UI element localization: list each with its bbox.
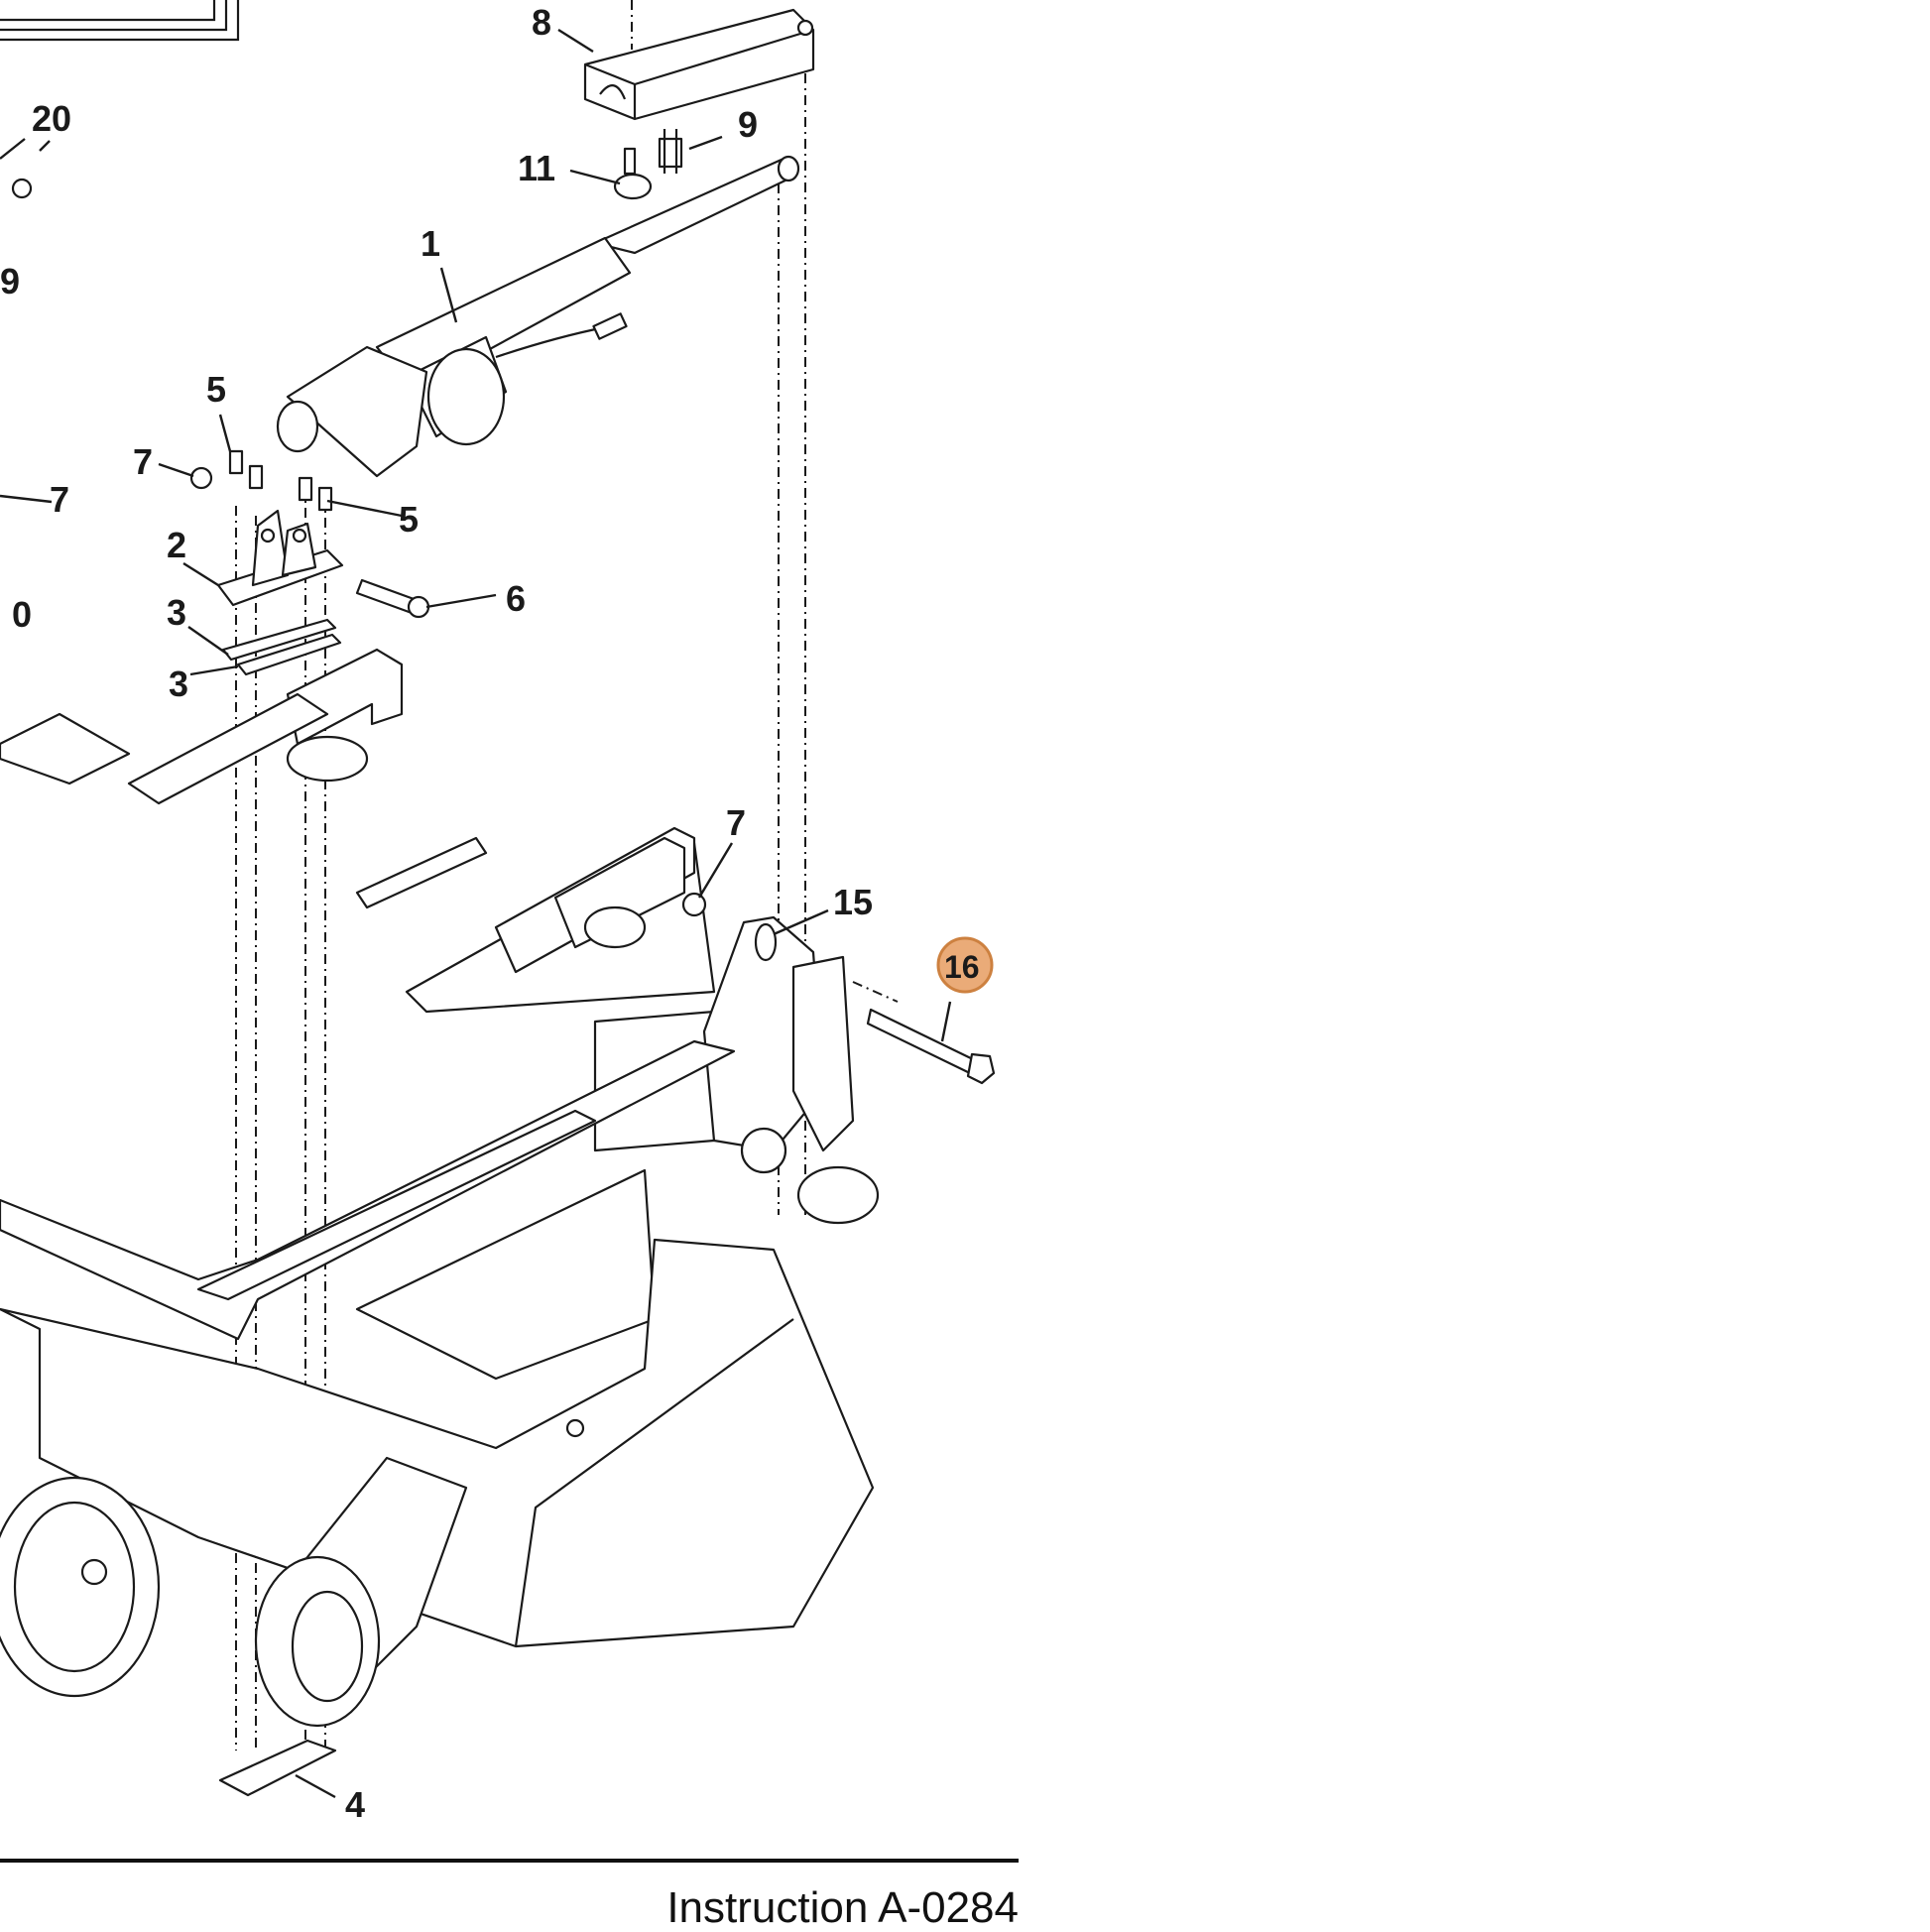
nut-part-7a xyxy=(189,466,213,490)
callout-16: 16 xyxy=(944,949,980,985)
clip-part-9 xyxy=(658,129,683,174)
nut-part-7c xyxy=(681,892,707,917)
instruction-code: Instruction A-0284 xyxy=(666,1883,1019,1932)
bolts-part-5 xyxy=(228,449,333,512)
callout-leaders xyxy=(0,28,952,1799)
plate-part-3a xyxy=(221,618,337,662)
callout-8: 8 xyxy=(532,2,551,43)
callout-9b: 9 xyxy=(738,104,758,145)
callout-15: 15 xyxy=(833,882,873,922)
callout-4: 4 xyxy=(345,1784,365,1825)
callout-0: 0 xyxy=(12,594,32,635)
callout-3a: 3 xyxy=(167,592,186,633)
callout-7a: 7 xyxy=(133,441,153,482)
bracket-part-8 xyxy=(583,8,815,121)
callout-3b: 3 xyxy=(169,664,188,704)
plate-part-4 xyxy=(218,1739,337,1797)
footer-rule xyxy=(0,1859,1019,1863)
callout-2: 2 xyxy=(167,525,186,565)
callout-11: 11 xyxy=(518,148,555,188)
callout-1: 1 xyxy=(421,223,440,264)
plate-part-3b xyxy=(236,633,342,676)
hatched-frame-fragment xyxy=(0,0,240,42)
callout-20: 20 xyxy=(32,98,71,139)
callout-7c: 7 xyxy=(726,802,746,843)
pin-part-6 xyxy=(355,578,430,619)
washer-part-20 xyxy=(11,178,33,199)
highlight-marker-16 xyxy=(936,936,994,994)
mower-deck-frame xyxy=(0,692,875,1648)
clevis-part-2 xyxy=(216,509,344,607)
pin-part-11 xyxy=(613,147,653,200)
caster-wheel-front xyxy=(254,1456,468,1728)
callout-9a: 9 xyxy=(0,261,20,302)
callout-5a: 5 xyxy=(206,369,226,410)
caster-wheel-left xyxy=(0,1476,161,1698)
hook-bracket-left xyxy=(286,648,404,783)
washer-part-15 xyxy=(754,922,778,962)
callout-6: 6 xyxy=(506,578,526,619)
callout-7b: 7 xyxy=(50,479,69,520)
callout-5b: 5 xyxy=(399,499,419,540)
roller-wheel-right xyxy=(796,1165,880,1225)
actuator-part-1 xyxy=(276,155,800,478)
bolt-part-16 xyxy=(866,1008,996,1085)
